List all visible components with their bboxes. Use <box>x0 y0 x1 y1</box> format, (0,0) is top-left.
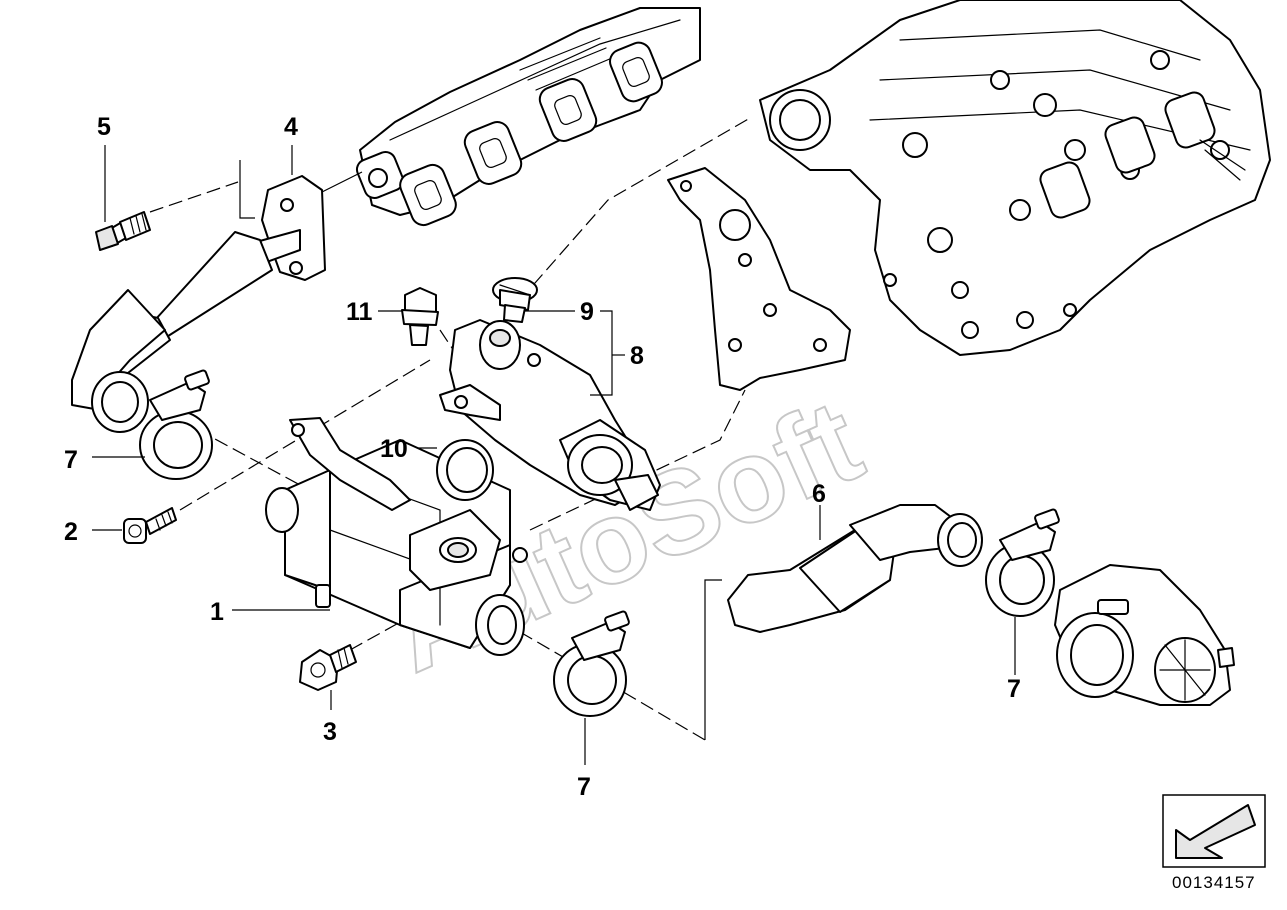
callout-7-upper: 7 <box>64 446 78 474</box>
thermostat-housing-part-8[interactable] <box>439 319 661 511</box>
egr-pipe-lower-part-6[interactable] <box>727 504 983 633</box>
cylinder-head-drawing <box>759 0 1271 356</box>
reference-number: 00134157 <box>1172 873 1256 892</box>
reference-arrow-box <box>1162 794 1266 868</box>
plug-screw-part-11[interactable] <box>401 287 439 346</box>
egr-pipe-upper[interactable] <box>71 175 326 433</box>
leader-lines <box>92 145 1016 765</box>
egr-valve-drawing <box>1054 564 1235 706</box>
callout-5: 5 <box>97 113 111 141</box>
exhaust-manifold-drawing <box>355 7 701 227</box>
callout-1: 1 <box>210 598 224 626</box>
bleeder-screw-part-9[interactable] <box>492 277 538 323</box>
hose-clamp-lower-middle[interactable] <box>553 610 630 717</box>
hose-clamp-upper[interactable] <box>139 369 213 480</box>
callout-labels: 5 4 11 9 8 10 7 2 1 3 7 6 7 <box>64 113 1021 801</box>
callout-6: 6 <box>812 480 826 508</box>
callout-4: 4 <box>284 113 298 141</box>
callout-7-right: 7 <box>1007 675 1021 703</box>
callout-8: 8 <box>630 342 644 370</box>
callout-3: 3 <box>323 718 337 746</box>
callout-7-lower: 7 <box>577 773 591 801</box>
callout-2: 2 <box>64 518 78 546</box>
bolt-part-5[interactable] <box>95 211 151 251</box>
hose-clamp-right[interactable] <box>985 508 1060 617</box>
flange-bolt-part-3[interactable] <box>299 644 357 691</box>
callout-10: 10 <box>380 435 408 463</box>
gasket-part-10[interactable] <box>436 439 494 501</box>
direction-arrow-icon <box>1175 804 1256 859</box>
callout-11: 11 <box>346 298 373 326</box>
mounting-bracket-drawing <box>667 167 851 391</box>
callout-9: 9 <box>580 298 594 326</box>
cap-screw-part-2[interactable] <box>123 507 177 544</box>
